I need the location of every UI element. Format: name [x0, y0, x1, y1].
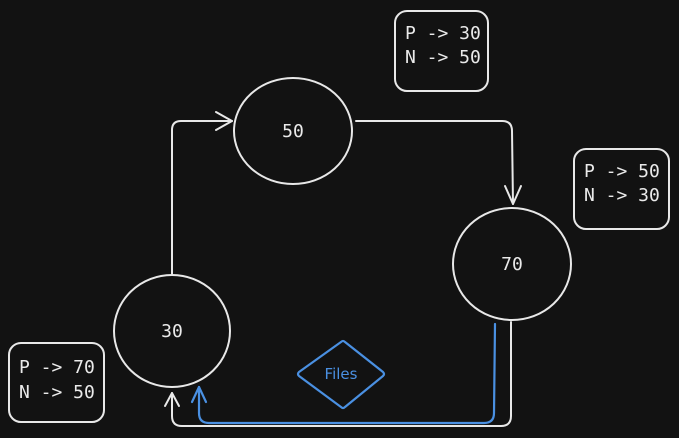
- files-diamond[interactable]: Files: [296, 339, 386, 410]
- node-70-label: 70: [501, 254, 523, 275]
- files-label: Files: [325, 365, 358, 383]
- arrow-70-to-30-head: [164, 392, 180, 407]
- note-right-box: [573, 148, 670, 230]
- note-top-line2: N -> 50: [405, 47, 481, 68]
- node-70-circle: [452, 207, 572, 321]
- arrow-70-to-30[interactable]: [164, 321, 512, 427]
- arrow-blue-70-to-30-head: [190, 385, 208, 404]
- node-50-circle: [233, 77, 353, 185]
- arrow-blue-70-to-30-line: [197, 322, 497, 425]
- note-left-line1: P -> 70: [19, 357, 95, 378]
- node-30-label: 30: [161, 321, 183, 342]
- note-right-line2: N -> 30: [584, 185, 660, 206]
- note-top-line1: P -> 30: [405, 23, 481, 44]
- node-70[interactable]: 70: [452, 207, 572, 321]
- node-50[interactable]: 50: [233, 77, 353, 185]
- arrow-50-to-70[interactable]: [355, 120, 522, 205]
- arrow-50-to-70-head: [504, 185, 522, 205]
- arrow-blue-70-to-30[interactable]: [190, 322, 497, 425]
- note-top: P -> 30 N -> 50: [394, 10, 489, 92]
- note-right: P -> 50 N -> 30: [573, 148, 670, 230]
- note-left: P -> 70 N -> 50: [8, 342, 105, 423]
- arrow-30-to-50-head: [215, 111, 233, 131]
- arrow-70-to-30-line: [171, 321, 512, 427]
- arrow-30-to-50-line: [171, 120, 233, 276]
- note-right-line1: P -> 50: [584, 161, 660, 182]
- files-diamond-shape: [296, 339, 386, 410]
- arrow-50-to-70-line: [355, 120, 514, 205]
- arrow-30-to-50[interactable]: [171, 111, 233, 276]
- node-50-label: 50: [282, 121, 304, 142]
- note-left-box: [8, 342, 105, 423]
- note-left-line2: N -> 50: [19, 382, 95, 403]
- node-30[interactable]: 30: [113, 274, 231, 388]
- note-top-box: [394, 10, 489, 92]
